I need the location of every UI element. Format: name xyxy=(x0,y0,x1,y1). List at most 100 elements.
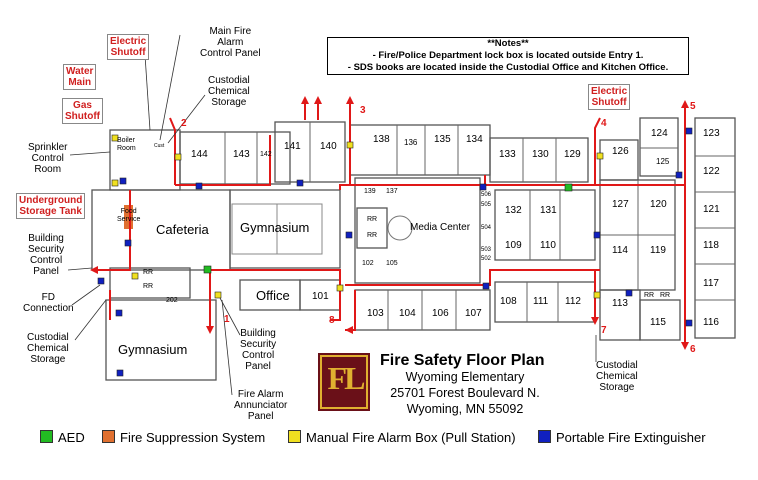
room-label: 120 xyxy=(650,199,667,210)
room-label: RR xyxy=(660,292,671,299)
notes-header: **Notes** xyxy=(487,38,529,49)
room-label: 111 xyxy=(533,296,549,307)
suppression-food-service xyxy=(124,205,133,229)
callout-custodial-storage-north: Custodial Chemical Storage xyxy=(208,75,250,108)
room-label: Office xyxy=(256,288,290,303)
room-label: RR xyxy=(644,292,655,299)
extinguisher-marker xyxy=(685,127,693,135)
callout-fd-connection: FD Connection xyxy=(23,292,74,314)
callout-building-security-west: Building Security Control Panel xyxy=(28,233,65,277)
notes-line: - SDS books are located inside the Custo… xyxy=(347,62,669,73)
room-dividers xyxy=(224,122,735,330)
notes-box: **Notes** - Fire/Police Department lock … xyxy=(327,37,689,75)
room-label: 114 xyxy=(612,245,628,256)
room-label: 126 xyxy=(612,146,629,157)
room-label: 132 xyxy=(505,205,522,216)
room-label: 105 xyxy=(386,260,398,267)
room-label: 119 xyxy=(650,245,666,256)
extinguisher-marker xyxy=(675,171,683,179)
extinguisher-marker xyxy=(119,177,127,185)
room-label: Media Center xyxy=(410,222,471,233)
callout-sprinkler-room: Sprinkler Control Room xyxy=(28,142,68,175)
extinguisher-marker xyxy=(296,179,304,187)
pull-station-marker xyxy=(596,152,604,160)
room-label: Food Service xyxy=(117,208,141,223)
callout-electric-shutoff: Electric Shutoff xyxy=(107,34,150,60)
school-city: Wyoming, MN 55092 xyxy=(406,402,524,416)
callout-underground-storage-tank: Underground Storage Tank xyxy=(16,193,86,219)
extinguisher-marker xyxy=(482,282,490,290)
legend-label: Manual Fire Alarm Box (Pull Station) xyxy=(306,430,516,445)
exit-number-8: 8 xyxy=(329,315,335,326)
pull-station-marker xyxy=(111,134,119,142)
extinguisher-marker xyxy=(97,277,105,285)
exit-number-4: 4 xyxy=(601,118,607,129)
legend-item-aed: AED xyxy=(40,430,85,445)
room-label: 103 xyxy=(367,308,384,319)
extinguisher-swatch xyxy=(538,430,551,443)
pull-station-marker xyxy=(131,272,139,280)
room-label: 104 xyxy=(399,308,416,319)
room-label: 107 xyxy=(465,308,482,319)
aed-marker xyxy=(203,265,212,274)
room-label: 118 xyxy=(703,240,719,251)
room-label: 136 xyxy=(404,138,418,147)
room-label: Boiler Room xyxy=(117,137,136,152)
room-label: 102 xyxy=(362,260,374,267)
suppression-swatch xyxy=(102,430,115,443)
extinguisher-marker xyxy=(345,231,353,239)
exit-number-3: 3 xyxy=(360,105,366,116)
room-label: 121 xyxy=(703,204,720,215)
exit-number-6: 6 xyxy=(690,344,696,355)
room-label: 144 xyxy=(191,149,208,160)
room-label: 133 xyxy=(499,149,516,160)
title-block: FL Fire Safety Floor Plan Wyoming Elemen… xyxy=(318,352,568,418)
exit-number-5: 5 xyxy=(690,101,696,112)
room-label: Cafeteria xyxy=(156,222,209,237)
room-label: 113 xyxy=(612,298,628,309)
room-label: 139 xyxy=(364,188,376,195)
room-label: RR xyxy=(143,269,154,276)
pull-station-marker xyxy=(214,291,222,299)
notes-line: - Fire/Police Department lock box is loc… xyxy=(372,50,644,61)
aed-swatch xyxy=(40,430,53,443)
room-label: 130 xyxy=(532,149,549,160)
room-label: 125 xyxy=(656,157,670,166)
room-label: 135 xyxy=(434,134,451,145)
room-label: RR xyxy=(367,232,378,239)
room-label: 117 xyxy=(703,278,719,289)
room-label: 137 xyxy=(386,188,398,195)
room-label: 109 xyxy=(505,240,522,251)
legend-label: Portable Fire Extinguisher xyxy=(556,430,706,445)
exit-number-1: 1 xyxy=(224,314,230,325)
room-label: RR xyxy=(367,216,378,223)
extinguisher-marker xyxy=(115,309,123,317)
room-label: 141 xyxy=(284,141,301,152)
device-markers xyxy=(97,127,693,377)
exit-arrows xyxy=(90,96,689,350)
legend-item-suppression: Fire Suppression System xyxy=(102,430,265,445)
room-label: 129 xyxy=(564,149,581,160)
logo-background xyxy=(318,353,370,411)
school-logo: FL xyxy=(327,360,366,396)
leader-lines xyxy=(67,34,597,396)
room-label: 110 xyxy=(540,240,556,251)
room-label: 138 xyxy=(373,134,390,145)
callout-water-main: Water Main xyxy=(63,64,97,90)
room-label: Gymnasium xyxy=(240,220,310,235)
callout-electric-shutoff-east: Electric Shutoff xyxy=(588,84,631,110)
room-label: 127 xyxy=(612,199,629,210)
school-address: 25701 Forest Boulevard N. xyxy=(390,386,540,400)
room-label: 124 xyxy=(651,128,668,139)
pull-station-marker xyxy=(111,179,119,187)
room-label: 108 xyxy=(500,296,517,307)
callout-building-security-south: Building Security Control Panel xyxy=(240,328,277,372)
room-label: 112 xyxy=(565,296,581,307)
room-label: 122 xyxy=(703,166,720,177)
pull-station-swatch xyxy=(288,430,301,443)
room-label: 504 xyxy=(481,225,492,231)
callout-custodial-storage-south: Custodial Chemical Storage xyxy=(596,360,638,393)
